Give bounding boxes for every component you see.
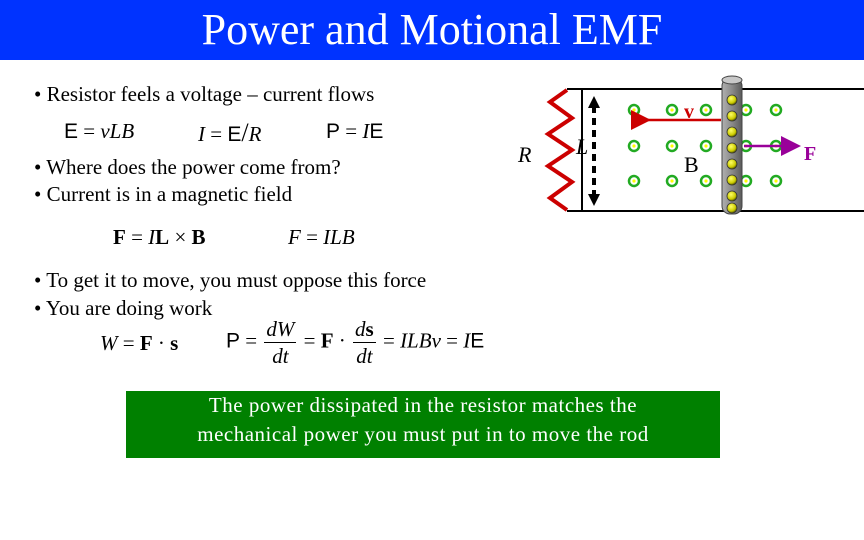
motional-emf-diagram: R L v B F (517, 75, 864, 215)
rod-charges (726, 94, 738, 214)
length-label: L (575, 134, 588, 159)
field-dots (627, 103, 783, 188)
bullet-current-in-field: • Current is in a magnetic field (34, 182, 293, 206)
bullet-oppose-force: • To get it to move, you must oppose thi… (34, 268, 427, 292)
current-equation: I = E/R (198, 118, 262, 147)
bullet-doing-work: • You are doing work (34, 296, 213, 320)
slide-title: Power and Motional EMF (201, 5, 663, 54)
callout-line-2: mechanical power you must put in to move… (197, 422, 649, 446)
length-arrow-top (588, 96, 600, 108)
bullet-resistor-voltage: • Resistor feels a voltage – current flo… (34, 82, 375, 106)
power-equation: P = IE (326, 119, 384, 143)
title-bar (0, 0, 864, 60)
bullet-power-source: • Where does the power come from? (34, 155, 341, 179)
field-label: B (684, 152, 699, 177)
emf-equation: E = vLB (64, 119, 135, 143)
callout-line-1: The power dissipated in the resistor mat… (208, 393, 638, 417)
velocity-label: v (684, 101, 694, 123)
resistor-label: R (517, 142, 532, 167)
force-label: F (804, 143, 816, 165)
work-equation: W = F · s (100, 331, 179, 355)
conclusion-callout: The power dissipated in the resistor mat… (126, 391, 720, 458)
resistor-symbol (544, 88, 576, 212)
force-vector-equation: F = IL × B (113, 225, 206, 249)
rod-top-cap (721, 75, 743, 85)
length-arrow-bottom (588, 194, 600, 206)
force-magnitude-equation: F = ILB (288, 225, 355, 249)
